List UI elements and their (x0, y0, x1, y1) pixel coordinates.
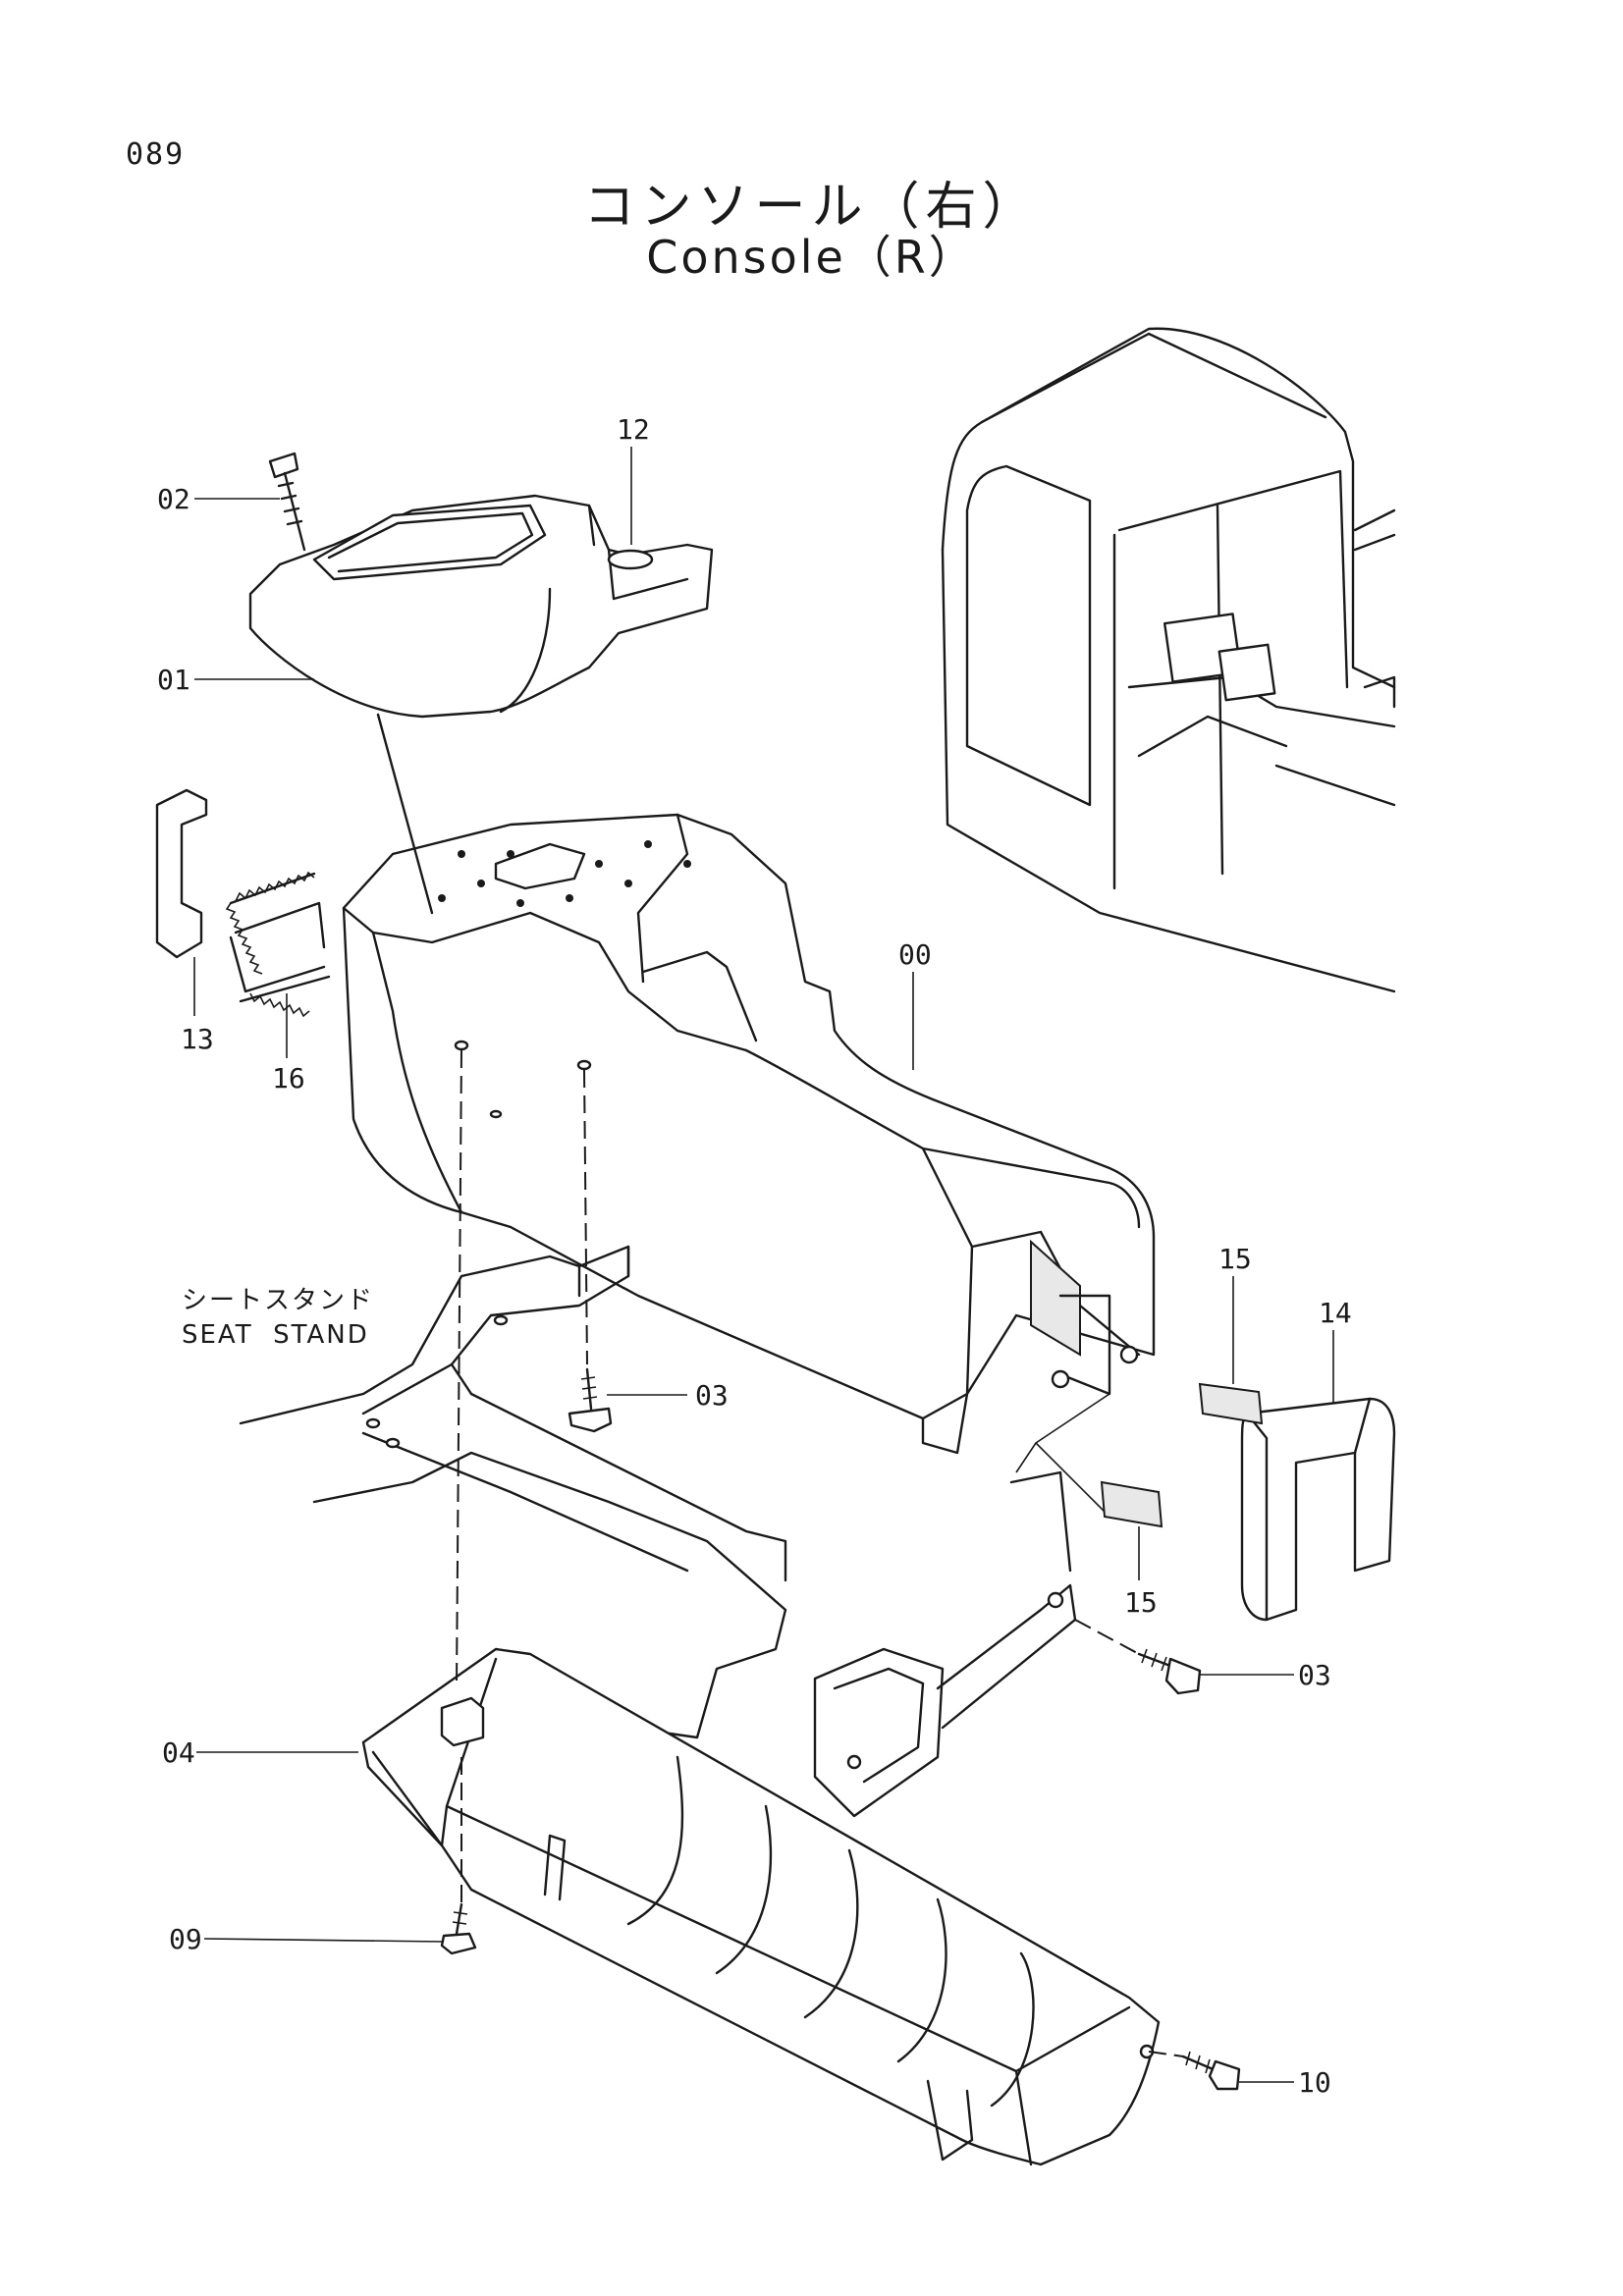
callout-14: 14 (1319, 1297, 1352, 1404)
svg-text:00: 00 (898, 938, 932, 971)
callout-16: 16 (272, 993, 305, 1095)
svg-text:16: 16 (272, 1062, 305, 1095)
page-number: 089 (126, 137, 186, 172)
part-14-grip (1240, 1397, 1396, 1622)
svg-text:01: 01 (157, 664, 190, 696)
callout-10: 10 (1239, 2066, 1331, 2099)
assembly-guide-lines (376, 713, 1184, 2057)
svg-text:04: 04 (162, 1736, 195, 1769)
part-10-bolt (1181, 2051, 1241, 2091)
callout-15-upper: 15 (1218, 1243, 1252, 1384)
seat-stand-frame (239, 1245, 1077, 1818)
callout-03-upper: 03 (607, 1379, 729, 1412)
seat-stand-label-english: SEAT STAND (182, 1320, 369, 1350)
callout-09: 09 (169, 1923, 445, 1955)
part-13-bracket (155, 788, 208, 959)
svg-text:02: 02 (157, 483, 190, 515)
svg-text:03: 03 (695, 1379, 729, 1412)
svg-text:09: 09 (169, 1923, 202, 1955)
callout-15-lower: 15 (1124, 1526, 1158, 1619)
svg-text:10: 10 (1298, 2066, 1331, 2099)
title-japanese: コンソール（右） (583, 178, 1040, 237)
cab-inset-illustration (941, 327, 1396, 993)
svg-text:15: 15 (1124, 1586, 1158, 1619)
callout-02: 02 (157, 483, 280, 515)
part-16-seal-strip (225, 871, 331, 1018)
svg-text:13: 13 (181, 1023, 214, 1055)
callout-00: 00 (898, 938, 932, 1070)
seat-stand-label-japanese: シートスタンド (182, 1286, 374, 1315)
part-03-bolt-upper (568, 1367, 613, 1433)
svg-text:03: 03 (1298, 1659, 1331, 1691)
callout-01: 01 (157, 664, 314, 696)
part-09-screw (440, 1902, 477, 1955)
part-15-pads (1100, 1382, 1264, 1528)
callout-12: 12 (617, 413, 650, 545)
title-english: Console（R） (646, 231, 977, 284)
part-03-bolt-lower (1137, 1648, 1202, 1695)
svg-text:14: 14 (1319, 1297, 1352, 1329)
part-01-upper-cover (248, 494, 714, 719)
part-04-lower-tray (361, 1647, 1161, 2166)
svg-text:12: 12 (617, 413, 650, 446)
callout-03-lower: 03 (1200, 1659, 1331, 1691)
svg-text:15: 15 (1218, 1243, 1252, 1275)
callout-04: 04 (162, 1736, 358, 1769)
part-00-console-body (342, 813, 1156, 1455)
part-02-screw (268, 452, 306, 552)
callout-13: 13 (181, 957, 214, 1055)
